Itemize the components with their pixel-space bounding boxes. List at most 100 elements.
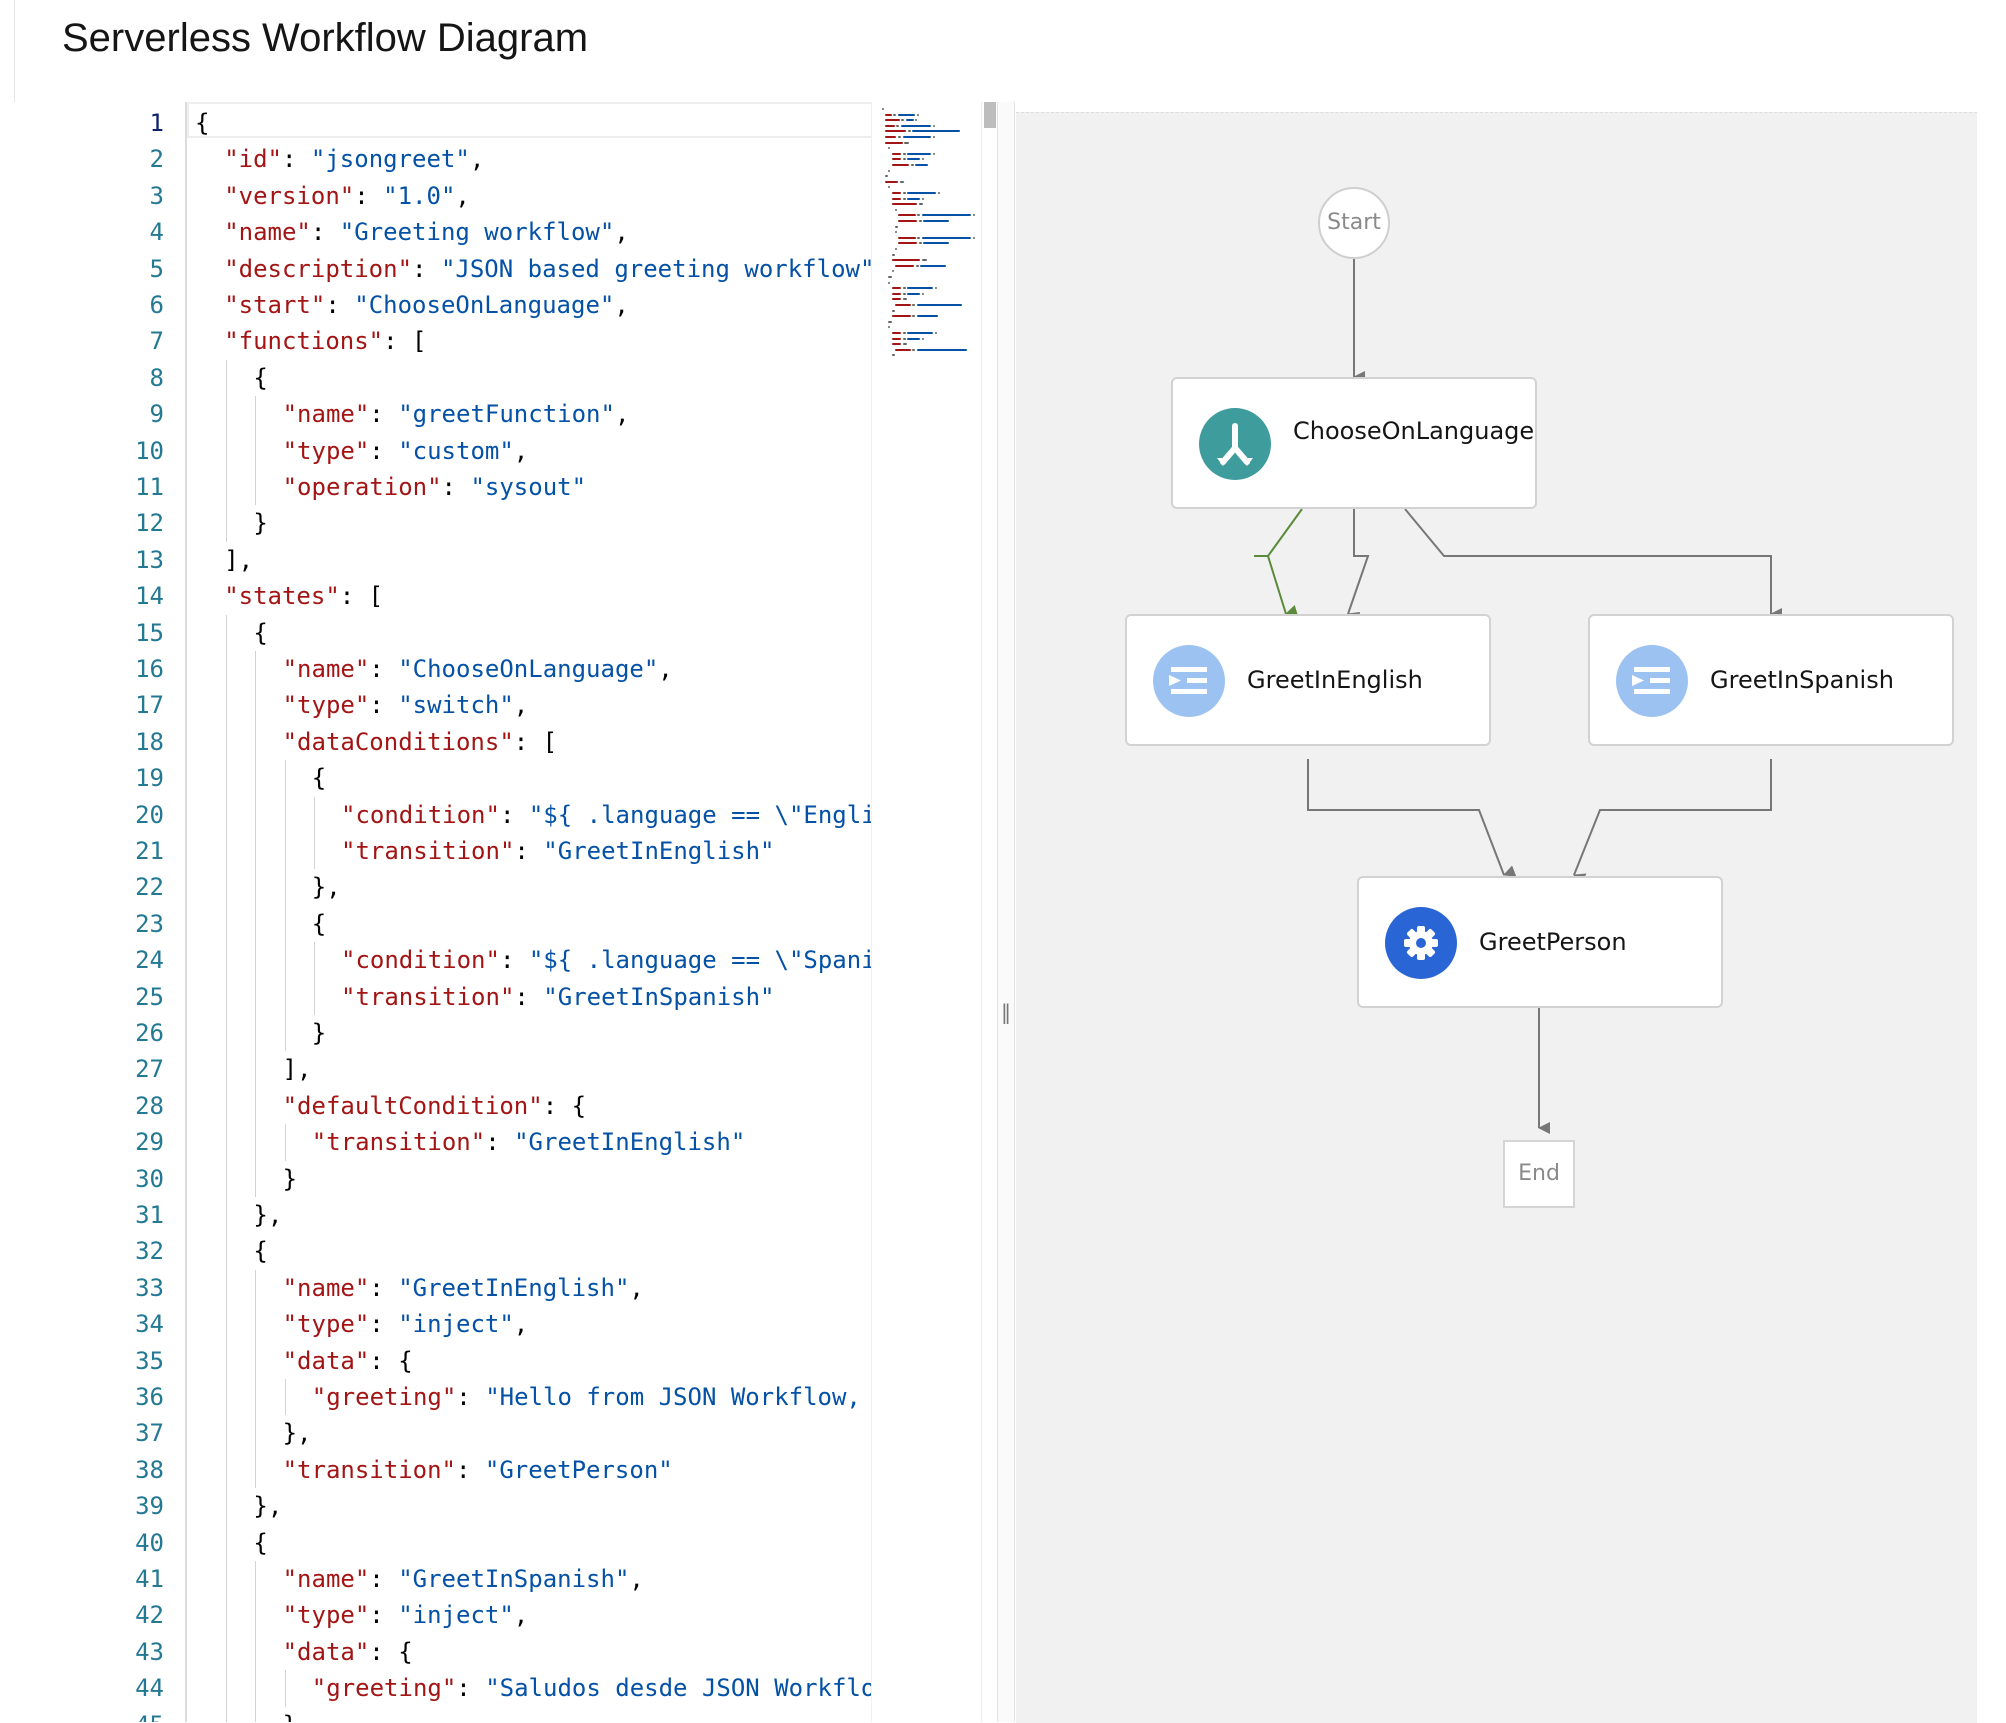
end-node[interactable]: End <box>1503 1140 1575 1208</box>
indent-guide <box>226 651 228 688</box>
minimap-line <box>891 197 902 200</box>
json-key-token: "condition" <box>341 946 500 975</box>
code-text-area[interactable]: { "id": "jsongreet","version": "1.0","nam… <box>185 102 873 1722</box>
minimap-line <box>901 119 905 122</box>
line-number: 38 <box>135 1455 164 1484</box>
indent-guide <box>226 1087 228 1125</box>
minimap-line <box>894 231 897 234</box>
minimap-line <box>888 186 891 189</box>
indent-guide <box>226 978 228 1015</box>
punctuation-token: , <box>513 436 529 465</box>
indent-guide <box>284 1124 286 1161</box>
code-line: "version": "1.0", <box>224 178 470 214</box>
indent-guide <box>255 723 257 761</box>
indent-guide <box>226 614 228 651</box>
json-string-token: "GreetPerson" <box>484 1455 673 1484</box>
minimap-line <box>932 152 935 155</box>
editor-minimap[interactable] <box>871 102 982 1722</box>
editor-vertical-scrollbar[interactable] <box>981 102 1000 1722</box>
punctuation-token: : { <box>369 1346 413 1375</box>
punctuation-token: { <box>195 109 210 137</box>
minimap-line <box>891 337 902 340</box>
minimap-line <box>915 164 929 166</box>
code-line: "greeting": "Hello from JSON Workflow, " <box>312 1379 873 1415</box>
indent-guide <box>226 469 228 506</box>
scrollbar-thumb[interactable] <box>984 102 996 128</box>
line-number: 39 <box>135 1492 164 1521</box>
indent-guide <box>284 942 286 979</box>
node-greetinenglish[interactable]: GreetInEnglish <box>1125 614 1491 746</box>
indent-guide <box>226 396 228 433</box>
indent-guide <box>255 432 257 469</box>
json-key-token: "defaultCondition" <box>282 1091 543 1120</box>
punctuation-token: : <box>369 436 399 465</box>
punctuation-token: : <box>369 400 399 429</box>
code-line: "description": "JSON based greeting work… <box>224 251 873 287</box>
minimap-line <box>912 315 916 318</box>
punctuation-token: , <box>658 655 673 683</box>
line-number: 40 <box>135 1528 164 1557</box>
drag-handle-icon[interactable]: ‖ <box>1001 1000 1011 1024</box>
json-string-token: "sysout" <box>470 473 587 501</box>
indent-guide <box>284 1670 286 1707</box>
code-line: "type": "switch", <box>283 687 529 723</box>
code-line: "name": "Greeting workflow", <box>224 214 629 250</box>
json-key-token: "type" <box>282 436 370 465</box>
punctuation-token: , <box>614 400 630 429</box>
punctuation-token: { <box>253 1528 268 1557</box>
switch-icon <box>1199 408 1271 480</box>
line-number: 20 <box>135 800 164 829</box>
punctuation-token: { <box>253 363 268 392</box>
split-pane-divider[interactable]: ‖ <box>997 102 1015 1722</box>
punctuation-token: : <box>369 1310 399 1339</box>
minimap-line <box>891 332 902 334</box>
indent-guide <box>255 1597 257 1634</box>
minimap-line <box>891 309 895 312</box>
json-string-token: "switch" <box>398 691 514 720</box>
minimap-line <box>894 248 897 250</box>
punctuation-token: : <box>455 1455 485 1484</box>
indent-guide <box>226 942 228 979</box>
minimap-line <box>897 136 902 138</box>
line-number: 12 <box>135 509 164 538</box>
current-line-highlight <box>187 102 873 138</box>
punctuation-token: : <box>281 145 311 174</box>
json-string-token: "inject" <box>398 1601 514 1630</box>
indent-guide <box>255 905 257 943</box>
node-greetperson[interactable]: GreetPerson <box>1357 876 1723 1008</box>
json-key-token: "greeting" <box>311 1674 457 1703</box>
code-line: } <box>283 1161 297 1197</box>
minimap-line <box>902 292 906 295</box>
punctuation-token: : <box>412 254 441 283</box>
indent-guide <box>226 1670 228 1707</box>
minimap-line <box>917 236 921 239</box>
line-number: 45 <box>34 1707 164 1722</box>
code-line: "id": "jsongreet", <box>224 141 484 177</box>
node-chooseonlanguage[interactable]: ChooseOnLanguage <box>1171 377 1537 509</box>
node-greetinspanish[interactable]: GreetInSpanish <box>1588 614 1954 746</box>
line-number: 3 <box>149 181 164 210</box>
code-line: "transition": "GreetPerson" <box>283 1452 673 1488</box>
code-line: { <box>312 760 326 796</box>
json-key-token: "version" <box>224 181 355 210</box>
punctuation-token: , <box>629 1565 644 1593</box>
code-line: }, <box>253 1488 282 1524</box>
indent-guide <box>255 1160 257 1197</box>
minimap-line <box>891 253 895 256</box>
json-key-token: "transition" <box>282 1455 456 1484</box>
minimap-line <box>885 119 900 122</box>
edge-greetinenglish-to-greetperson <box>1307 759 1517 877</box>
indent-guide <box>226 1415 228 1452</box>
start-node[interactable]: Start <box>1318 187 1390 259</box>
json-string-token: "GreetInEnglish" <box>398 1273 630 1302</box>
minimap-line <box>902 332 906 334</box>
minimap-line <box>923 242 949 245</box>
punctuation-token: : { <box>369 1637 413 1666</box>
minimap-line <box>896 124 900 127</box>
minimap-line <box>907 158 921 161</box>
json-string-token: "Greeting workflow" <box>339 218 615 247</box>
minimap-line <box>915 119 918 122</box>
minimap-line <box>885 141 903 144</box>
workflow-diagram-canvas[interactable]: Start ChooseOnLanguage GreetInEnglish <box>1016 112 1977 1723</box>
